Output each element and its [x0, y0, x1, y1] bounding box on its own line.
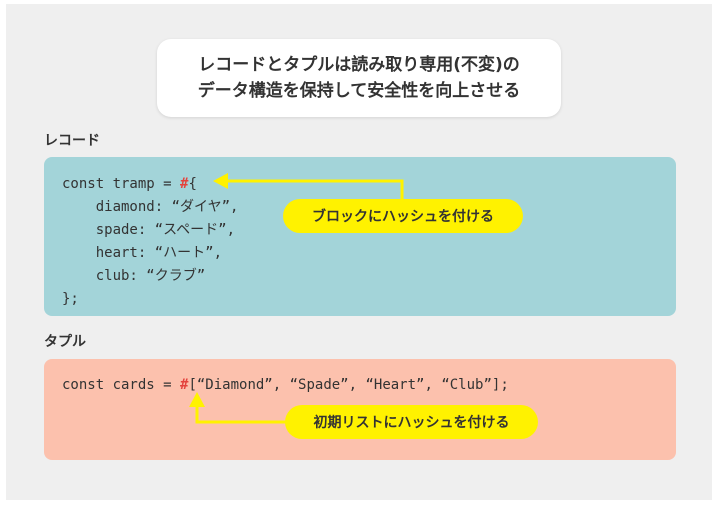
record-section-label: レコード: [44, 133, 100, 149]
record-line-2: diamond: “ダイヤ”,: [62, 199, 239, 215]
record-callout: ブロックにハッシュを付ける: [283, 199, 523, 233]
record-code-panel: [44, 157, 676, 316]
record-line-1: const tramp = #{: [62, 176, 197, 192]
title-line-1: レコードとタプルは読み取り専用(不変)の: [198, 55, 520, 75]
record-line-5: club: “クラブ”: [62, 268, 206, 284]
record-code-block: const tramp = #{ diamond: “ダイヤ”, spade: …: [62, 173, 238, 311]
tuple-section-label: タプル: [44, 334, 86, 350]
record-hash-symbol: #: [180, 176, 189, 192]
tuple-hash-symbol: #: [180, 377, 189, 393]
tuple-callout: 初期リストにハッシュを付ける: [285, 405, 538, 439]
tuple-arrow: [189, 392, 286, 424]
record-line-3: spade: “スペード”,: [62, 222, 236, 238]
record-line-6: };: [62, 291, 79, 307]
title-line-2: データ構造を保持して安全性を向上させる: [197, 81, 521, 101]
record-arrow: [213, 173, 404, 203]
tuple-code-block: const cards = #[“Diamond”, “Spade”, “Hea…: [62, 377, 509, 393]
record-line-4: heart: “ハート”,: [62, 245, 223, 261]
title-box: レコードとタプルは読み取り専用(不変)の データ構造を保持して安全性を向上させる: [157, 39, 561, 117]
